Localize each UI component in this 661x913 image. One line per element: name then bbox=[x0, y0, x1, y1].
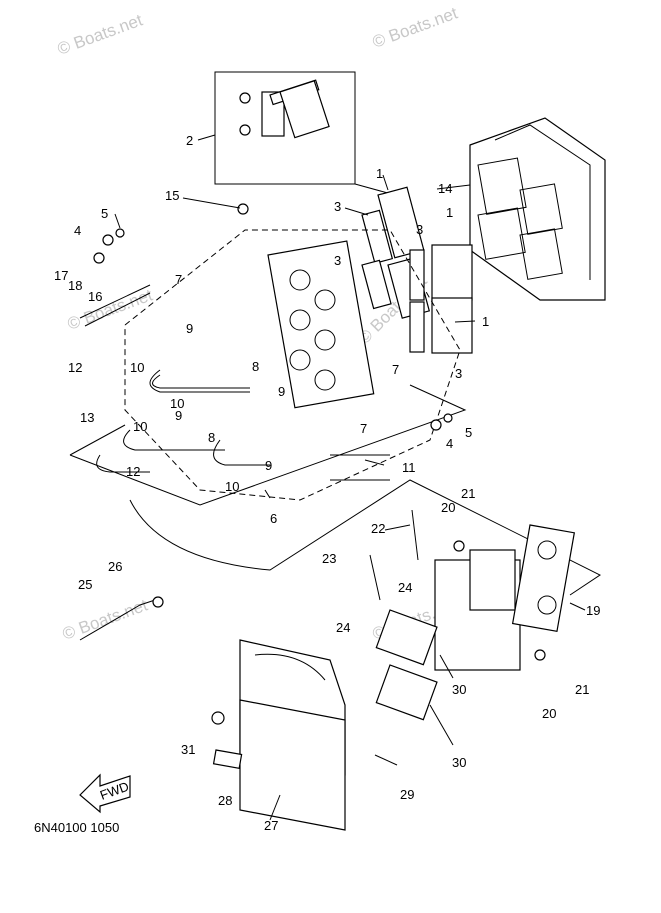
callout-12a: 12 bbox=[68, 360, 82, 375]
callout-30b: 30 bbox=[452, 755, 466, 770]
callout-4b: 4 bbox=[446, 436, 453, 451]
callout-13: 13 bbox=[80, 410, 94, 425]
callout-5a: 5 bbox=[101, 206, 108, 221]
callout-29: 29 bbox=[400, 787, 414, 802]
callout-11: 11 bbox=[402, 460, 416, 475]
callout-10b: 10 bbox=[170, 396, 184, 411]
callout-22: 22 bbox=[371, 521, 385, 536]
callout-24b: 24 bbox=[336, 620, 350, 635]
callout-14: 14 bbox=[438, 181, 452, 196]
callout-20b: 20 bbox=[542, 706, 556, 721]
callout-8b: 8 bbox=[208, 430, 215, 445]
callout-8a: 8 bbox=[252, 359, 259, 374]
callout-19: 19 bbox=[586, 603, 600, 618]
callout-7c: 7 bbox=[360, 421, 367, 436]
crankcase-block bbox=[469, 117, 606, 301]
forward-arrow-icon: FWD bbox=[79, 773, 131, 814]
carburetor-group bbox=[375, 524, 576, 721]
leader-lines bbox=[114, 134, 586, 821]
callout-24a: 24 bbox=[398, 580, 412, 595]
callout-20a: 20 bbox=[441, 500, 455, 515]
callout-1b: 1 bbox=[446, 205, 453, 220]
callout-7b: 7 bbox=[392, 362, 399, 377]
callout-26: 26 bbox=[108, 559, 122, 574]
callout-3a: 3 bbox=[334, 199, 341, 214]
misc-parts bbox=[79, 203, 546, 661]
diagram-code: 6N40100 1050 bbox=[34, 820, 119, 835]
callout-28: 28 bbox=[218, 793, 232, 808]
callout-6: 6 bbox=[270, 511, 277, 526]
callout-2: 2 bbox=[186, 133, 193, 148]
manifold-outline bbox=[124, 229, 461, 501]
callout-9c: 9 bbox=[175, 408, 182, 423]
callout-21a: 21 bbox=[461, 486, 475, 501]
callout-10a: 10 bbox=[130, 360, 144, 375]
inset-box bbox=[214, 71, 396, 196]
callout-10d: 10 bbox=[225, 479, 239, 494]
watermark-2: © Boats.net bbox=[370, 3, 460, 51]
callout-25: 25 bbox=[78, 577, 92, 592]
callout-9a: 9 bbox=[186, 321, 193, 336]
callout-18: 18 bbox=[68, 278, 82, 293]
callout-5b: 5 bbox=[465, 425, 472, 440]
callout-15: 15 bbox=[165, 188, 179, 203]
callout-3d: 3 bbox=[455, 366, 462, 381]
callout-3c: 3 bbox=[334, 253, 341, 268]
callout-17: 17 bbox=[54, 268, 68, 283]
reed-valve-group bbox=[361, 186, 473, 354]
callout-labels: 2 1 14 15 3 1 5 4 3 3 17 7 18 16 1 9 12 … bbox=[54, 133, 600, 833]
callout-9b: 9 bbox=[278, 384, 285, 399]
callout-10c: 10 bbox=[133, 419, 147, 434]
callout-3b: 3 bbox=[416, 222, 423, 237]
guide-outline bbox=[69, 384, 601, 596]
callout-27: 27 bbox=[264, 818, 278, 833]
watermark-1: © Boats.net bbox=[55, 10, 145, 58]
callout-4a: 4 bbox=[74, 223, 81, 238]
callout-23: 23 bbox=[322, 551, 336, 566]
watermark-5: © Boats.net bbox=[60, 595, 150, 643]
silencer-group bbox=[211, 639, 346, 831]
callout-9d: 9 bbox=[265, 458, 272, 473]
callout-7a: 7 bbox=[175, 272, 182, 287]
callout-16: 16 bbox=[88, 289, 102, 304]
callout-1c: 1 bbox=[482, 314, 489, 329]
callout-1a: 1 bbox=[376, 166, 383, 181]
callout-30a: 30 bbox=[452, 682, 466, 697]
callout-12b: 12 bbox=[126, 464, 140, 479]
callout-21b: 21 bbox=[575, 682, 589, 697]
callout-31: 31 bbox=[181, 742, 195, 757]
